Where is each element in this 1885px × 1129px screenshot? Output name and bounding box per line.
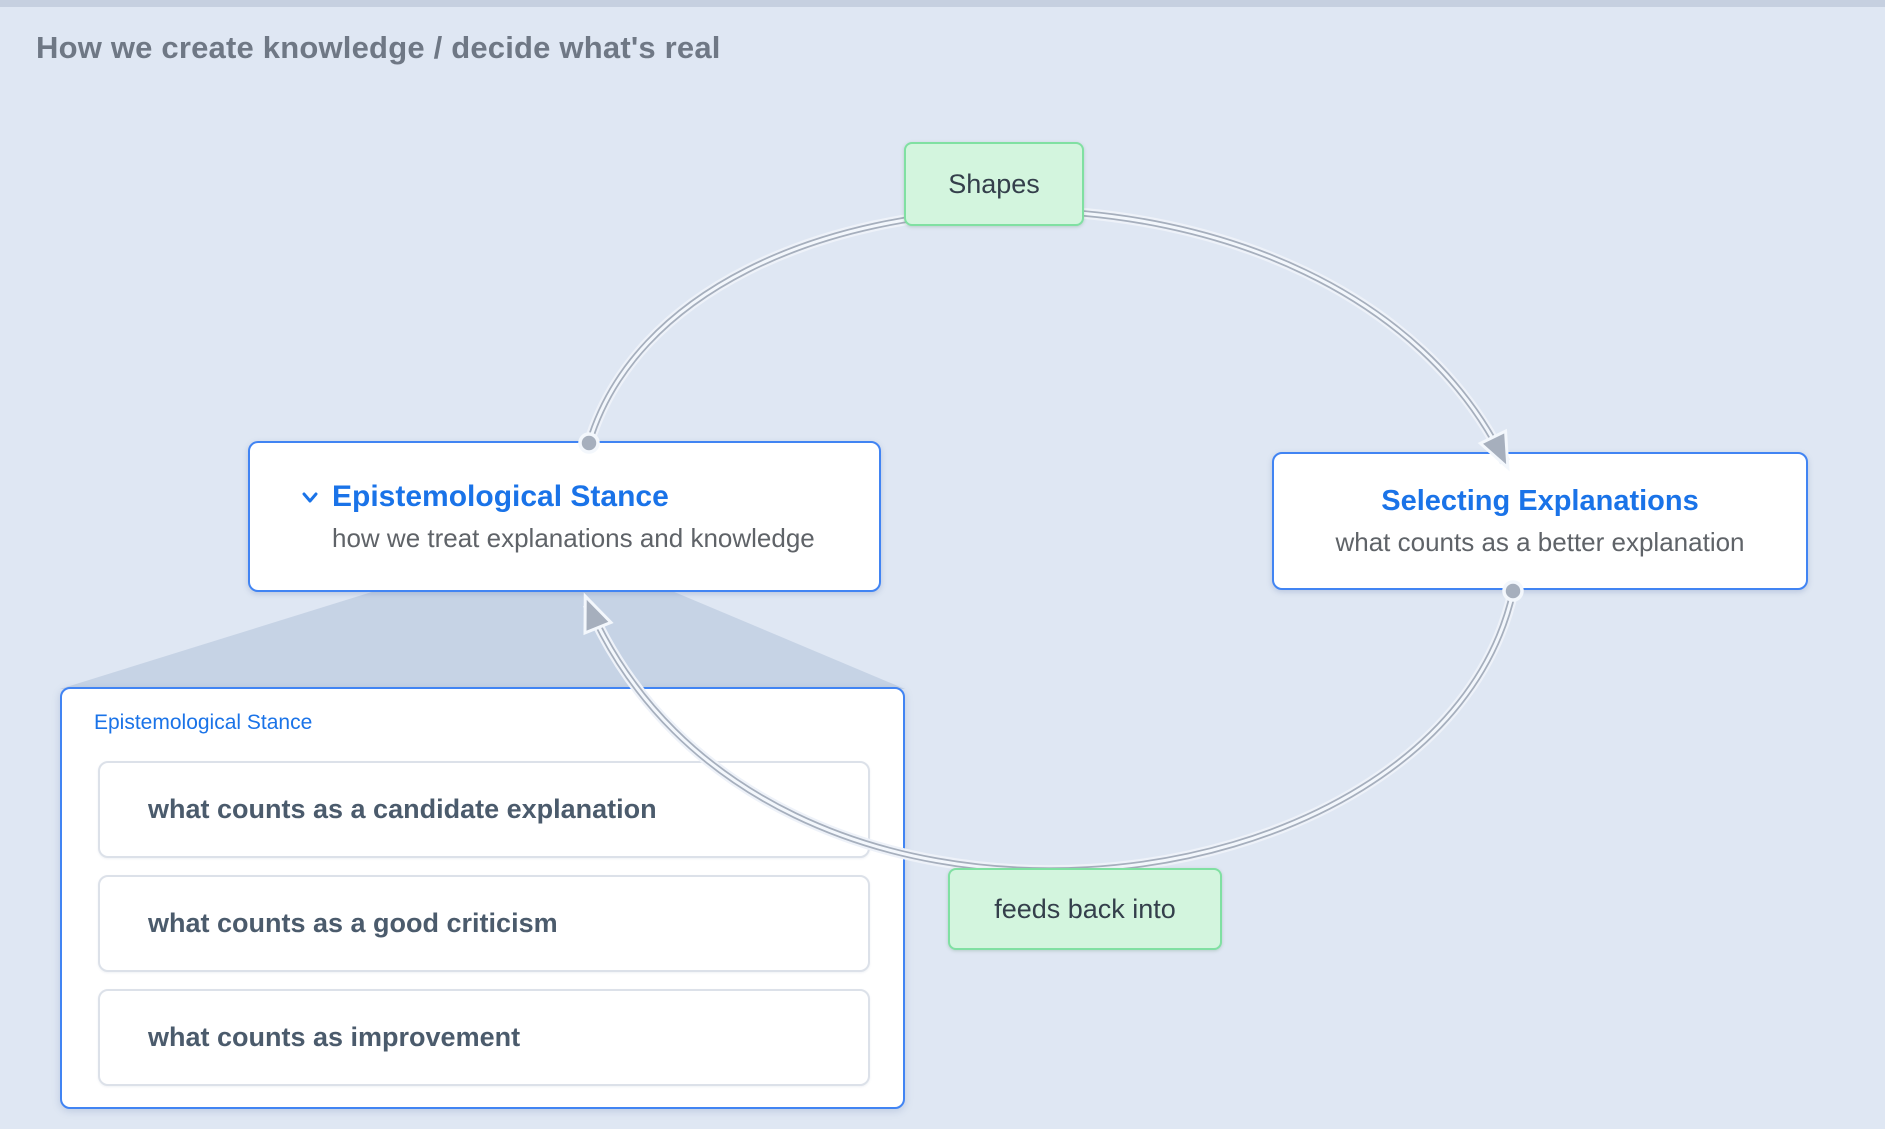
edge-label-shapes[interactable]: Shapes: [904, 142, 1084, 226]
panel-item-list: what counts as a candidate explanation w…: [98, 761, 870, 1103]
node-epistemological-stance[interactable]: Epistemological Stance how we treat expl…: [248, 441, 881, 592]
expanded-panel-epistemological-stance: Epistemological Stance what counts as a …: [60, 687, 905, 1109]
chevron-down-icon[interactable]: [298, 485, 322, 509]
page-title: How we create knowledge / decide what's …: [36, 30, 721, 65]
panel-item-label: what counts as a candidate explanation: [148, 794, 657, 824]
panel-header: Epistemological Stance: [94, 711, 313, 734]
edge-label-feeds-back-into[interactable]: feeds back into: [948, 868, 1222, 950]
node-subtitle: what counts as a better explanation: [1335, 526, 1745, 557]
panel-item-label: what counts as improvement: [148, 1022, 521, 1052]
expansion-wedge: [60, 591, 905, 689]
edge-shapes-core: [587, 209, 1507, 463]
node-title: Selecting Explanations: [1381, 484, 1699, 517]
panel-item-candidate-explanation[interactable]: what counts as a candidate explanation: [98, 761, 870, 858]
panel-item-improvement[interactable]: what counts as improvement: [98, 989, 870, 1086]
arrowhead-into-epistemological: [583, 592, 614, 636]
edge-shapes-casing: [583, 205, 1510, 465]
node-subtitle: how we treat explanations and knowledge: [332, 522, 815, 553]
node-title: Epistemological Stance: [332, 479, 669, 513]
panel-item-good-criticism[interactable]: what counts as a good criticism: [98, 875, 870, 972]
node-selecting-explanations[interactable]: Selecting Explanations what counts as a …: [1272, 452, 1808, 590]
panel-item-label: what counts as a good criticism: [148, 908, 558, 938]
window-top-edge: [0, 0, 1885, 7]
edge-shapes-line: [585, 207, 1508, 464]
